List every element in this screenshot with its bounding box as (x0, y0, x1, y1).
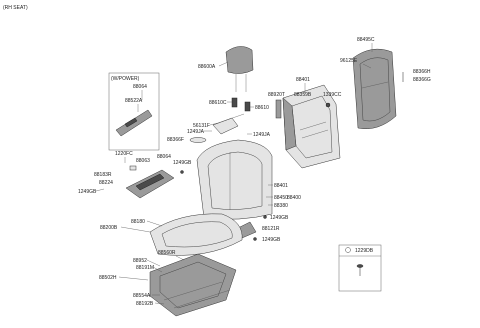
label-88200b: 88200B (100, 225, 118, 231)
part-88920t-illustration (275, 99, 282, 119)
label-96125e: 96125E (340, 58, 358, 64)
label-88610c: 88610C (209, 100, 227, 106)
ref-box-label: 1229DB (355, 248, 374, 254)
bolt-1339cc-illustration (325, 102, 331, 108)
label-88502h: 88502H (99, 275, 117, 281)
seat-track-frame-outline (159, 261, 227, 309)
label-88401-mid: 88401 (274, 183, 288, 189)
label-88366h: 88366H (413, 69, 431, 75)
label-1249gb-a: 1249GB (173, 160, 192, 166)
back-cover-illustration (352, 48, 397, 129)
power-inset-label-88522a: 88522A (125, 98, 143, 104)
label-88366g: 88366G (413, 77, 431, 83)
label-88600a: 88600A (198, 64, 216, 70)
label-88224: 88224 (99, 180, 113, 186)
ref-box-outline (338, 244, 382, 292)
label-88495c: 88495C (357, 37, 375, 43)
label-88554a: 88554A (133, 293, 151, 299)
label-88560r: 88560R (158, 250, 176, 256)
label-1249gb-b: 1249GB (78, 189, 97, 195)
label-1249ja-a: 1249JA (187, 129, 205, 135)
label-1249gb-c: 1249GB (270, 215, 289, 221)
label-1339cc: 1339CC (323, 92, 342, 98)
seat-back-illustration (196, 139, 273, 220)
power-inset-label-88064: 88064 (133, 84, 147, 90)
back-cover-group: 88495C 96125E 88366H 88366G (340, 37, 431, 129)
label-88183r: 88183R (94, 172, 112, 178)
guide-88610c-illustration (231, 97, 238, 108)
label-1249gb-d: 1249GB (262, 237, 281, 243)
seat-cushion-illustration (149, 213, 243, 256)
upper-mid-parts: 56131F 1249JA 88366F 1249JA (167, 113, 271, 143)
back-frame-side-bolster (282, 97, 297, 151)
label-88121r: 88121R (262, 226, 280, 232)
power-inset-box (108, 72, 160, 151)
label-1243ja: 1249JA (253, 132, 271, 138)
label-88920t: 88920T (268, 92, 285, 98)
label-88366f: 88366F (167, 137, 184, 143)
label-88400: 88400 (287, 195, 301, 201)
label-88064-main: 88064 (157, 154, 171, 160)
label-56131f: 56131F (193, 123, 210, 129)
power-inset: (W/POWER) 88064 88522A (108, 72, 160, 151)
label-88952: 88952 (133, 258, 147, 264)
seat-back-group: 88401 88450 88400 88380 (196, 139, 301, 220)
guide-88610-illustration (244, 101, 251, 112)
left-side-parts: 1220FC 88063 88064 1249GB 88183R 88224 1… (78, 151, 192, 199)
label-88063: 88063 (136, 158, 150, 164)
label-88191m: 88191M (136, 265, 154, 271)
back-frame-group: 88401 88920T 88359B 1339CC (268, 77, 342, 169)
screw-1249gb-d-illustration (253, 237, 257, 241)
seat-back-inner-outline (207, 151, 263, 210)
seat-track-illustration (149, 253, 237, 317)
label-88192b: 88192B (136, 301, 154, 307)
power-switch-knob-illustration (124, 117, 138, 128)
seat-cushion-inner-outline (161, 221, 233, 248)
label-88401-top: 88401 (296, 77, 310, 83)
screw-1249gb-a-illustration (180, 170, 184, 174)
fastener-reference-box: 1229DB (338, 244, 382, 292)
seat-cushion-group: 88180 88200B (100, 213, 243, 256)
headrest-group: 88600A 88610C 88610 (198, 46, 269, 112)
label-88450: 88450 (274, 195, 288, 201)
label-88359b: 88359B (294, 92, 312, 98)
seat-track-group: 88560R 88952 88191M 88502H 88554A 88192B (99, 250, 237, 317)
label-88380: 88380 (274, 203, 288, 209)
back-cover-inner-outline (359, 57, 391, 122)
screw-1249gb-c-illustration (263, 215, 267, 219)
ref-box-marker-icon (345, 247, 351, 253)
clip-88063-illustration (129, 165, 137, 171)
pin-88366f-illustration (189, 137, 207, 143)
power-inset-title: (W/POWER) (111, 76, 140, 82)
side-cover-trim-illustration (135, 173, 165, 191)
headrest-illustration (225, 46, 254, 74)
label-1220fc: 1220FC (115, 151, 133, 157)
label-88180: 88180 (131, 219, 145, 225)
label-88610: 88610 (255, 105, 269, 111)
diagram-title: (RH SEAT) (3, 5, 28, 11)
